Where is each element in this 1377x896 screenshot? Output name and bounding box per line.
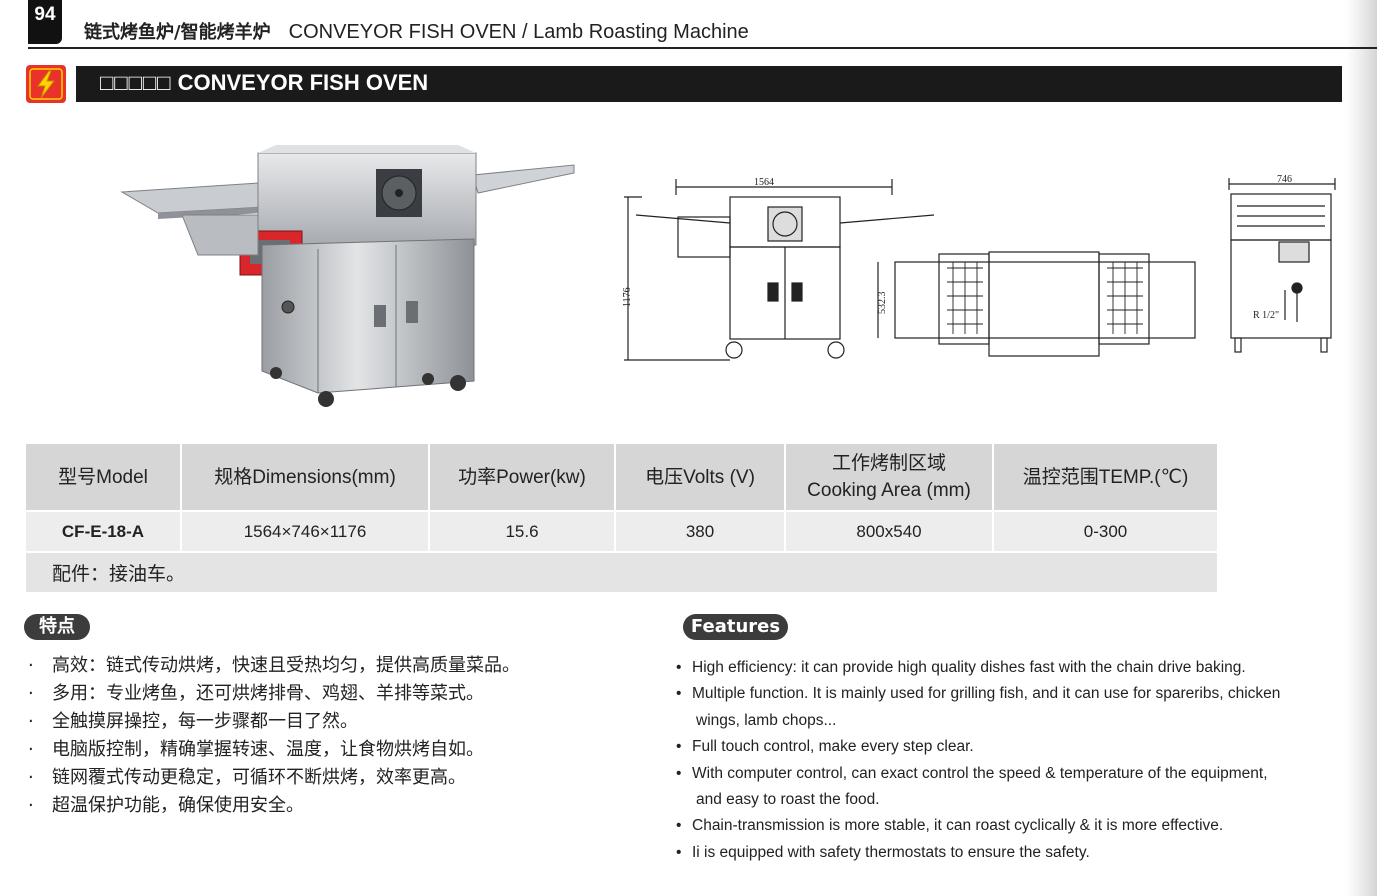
features-en-list: •High efficiency: it can provide high qu…: [676, 655, 1340, 866]
section-title-text: CONVEYOR FISH OVEN: [177, 70, 429, 95]
list-item: •Ii is equipped with safety thermostats …: [676, 843, 1090, 861]
features-en-title: Features: [683, 614, 788, 640]
front-width-label: 1564: [754, 177, 774, 188]
side-drain-label: R 1/2": [1253, 310, 1279, 321]
top-height-label: 532.3: [877, 292, 888, 315]
header-cooking-area-en: Cooking Area (mm): [807, 480, 971, 501]
header-power: 功率Power(kw): [429, 444, 616, 511]
page-number: 94: [34, 4, 56, 25]
feature-cn-text: 链网覆式传动更稳定，可循环不断烘烤，效率更高。: [52, 767, 466, 788]
cell-dimensions: 1564×746×1176: [181, 510, 430, 552]
spec-table-header-row: 型号Model 规格Dimensions(mm) 功率Power(kw) 电压V…: [26, 444, 1219, 511]
feature-cn-text: 多用：专业烤鱼，还可烘烤排骨、鸡翅、羊排等菜式。: [52, 683, 484, 704]
list-item: •Full touch control, make every step cle…: [676, 738, 974, 756]
lightning-icon: [26, 65, 66, 103]
side-width-label: 746: [1277, 174, 1292, 185]
feature-en-text-cont: wings, lamb chops...: [696, 711, 837, 729]
side-view-drawing: 746 R 1/2": [1228, 174, 1336, 353]
feature-cn-text: 电脑版控制，精确掌握转速、温度，让食物烘烤自如。: [52, 739, 484, 760]
cell-temp: 0-300: [993, 510, 1219, 552]
section-title: □□□□□ CONVEYOR FISH OVEN: [100, 70, 428, 96]
list-item: •With computer control, can exact contro…: [676, 761, 1340, 814]
section-title-bar: □□□□□ CONVEYOR FISH OVEN: [76, 66, 1342, 102]
feature-cn-text: 超温保护功能，确保使用安全。: [52, 795, 304, 816]
header-cooking-area: 工作烤制区域 Cooking Area (mm): [785, 444, 994, 511]
list-item: •High efficiency: it can provide high qu…: [676, 659, 1246, 676]
list-item: ·高效：链式传动烘烤，快速且受热均匀，提供高质量菜品。: [28, 655, 520, 676]
section-title-placeholder: □□□□□: [100, 70, 172, 95]
front-view-drawing: 1564 1176: [622, 177, 935, 361]
feature-en-text: High efficiency: it can provide high qua…: [692, 659, 1246, 676]
page-edge-shadow: [1346, 0, 1377, 896]
cell-accessory: 配件：接油车。: [26, 551, 1219, 592]
header-cooking-area-cn: 工作烤制区域: [831, 453, 946, 474]
spec-table: 型号Model 规格Dimensions(mm) 功率Power(kw) 电压V…: [26, 444, 1219, 592]
header-dimensions: 规格Dimensions(mm): [181, 444, 430, 511]
table-row: CF-E-18-A 1564×746×1176 15.6 380 800x540…: [26, 510, 1219, 552]
header-model: 型号Model: [26, 444, 182, 511]
list-item: ·超温保护功能，确保使用安全。: [28, 795, 304, 816]
list-item: ·全触摸屏操控，每一步骤都一目了然。: [28, 711, 358, 732]
cell-volts: 380: [615, 510, 786, 552]
features-cn-title: 特点: [24, 614, 90, 640]
cell-power: 15.6: [429, 510, 616, 552]
feature-en-text: Multiple function. It is mainly used for…: [692, 685, 1281, 703]
list-item: ·电脑版控制，精确掌握转速、温度，让食物烘烤自如。: [28, 739, 484, 760]
page-number-tab: 94: [28, 0, 62, 44]
feature-en-text-cont: and easy to roast the food.: [696, 791, 880, 809]
header-temp: 温控范围TEMP.(℃): [993, 444, 1219, 511]
list-item: ·链网覆式传动更稳定，可循环不断烘烤，效率更高。: [28, 767, 466, 788]
top-view-drawing: 532.3: [877, 251, 1196, 357]
list-item: ·多用：专业烤鱼，还可烘烤排骨、鸡翅、羊排等菜式。: [28, 683, 484, 704]
page-header: 链式烤鱼炉/智能烤羊炉 CONVEYOR FISH OVEN / Lamb Ro…: [84, 18, 749, 44]
header-volts: 电压Volts (V): [615, 444, 786, 511]
header-title-en: CONVEYOR FISH OVEN / Lamb Roasting Machi…: [288, 21, 749, 43]
feature-en-text: Chain-transmission is more stable, it ca…: [692, 817, 1224, 835]
feature-cn-text: 全触摸屏操控，每一步骤都一目了然。: [52, 711, 358, 732]
cell-model: CF-E-18-A: [26, 510, 182, 552]
feature-cn-text: 高效：链式传动烘烤，快速且受热均匀，提供高质量菜品。: [52, 655, 520, 676]
feature-en-text: Ii is equipped with safety thermostats t…: [692, 843, 1090, 861]
feature-en-text: Full touch control, make every step clea…: [692, 738, 974, 756]
front-height-label: 1176: [622, 287, 633, 307]
product-photo: [120, 145, 575, 407]
list-item: •Multiple function. It is mainly used fo…: [676, 681, 1340, 734]
accessory-row: 配件：接油车。: [26, 551, 1219, 592]
feature-en-text: With computer control, can exact control…: [692, 764, 1268, 782]
list-item: •Chain-transmission is more stable, it c…: [676, 817, 1224, 835]
features-cn-list: ·高效：链式传动烘烤，快速且受热均匀，提供高质量菜品。 ·多用：专业烤鱼，还可烘…: [28, 652, 520, 820]
header-rule: [28, 47, 1377, 49]
header-title-cn: 链式烤鱼炉/智能烤羊炉: [84, 22, 271, 43]
cell-cooking-area: 800x540: [785, 510, 994, 552]
